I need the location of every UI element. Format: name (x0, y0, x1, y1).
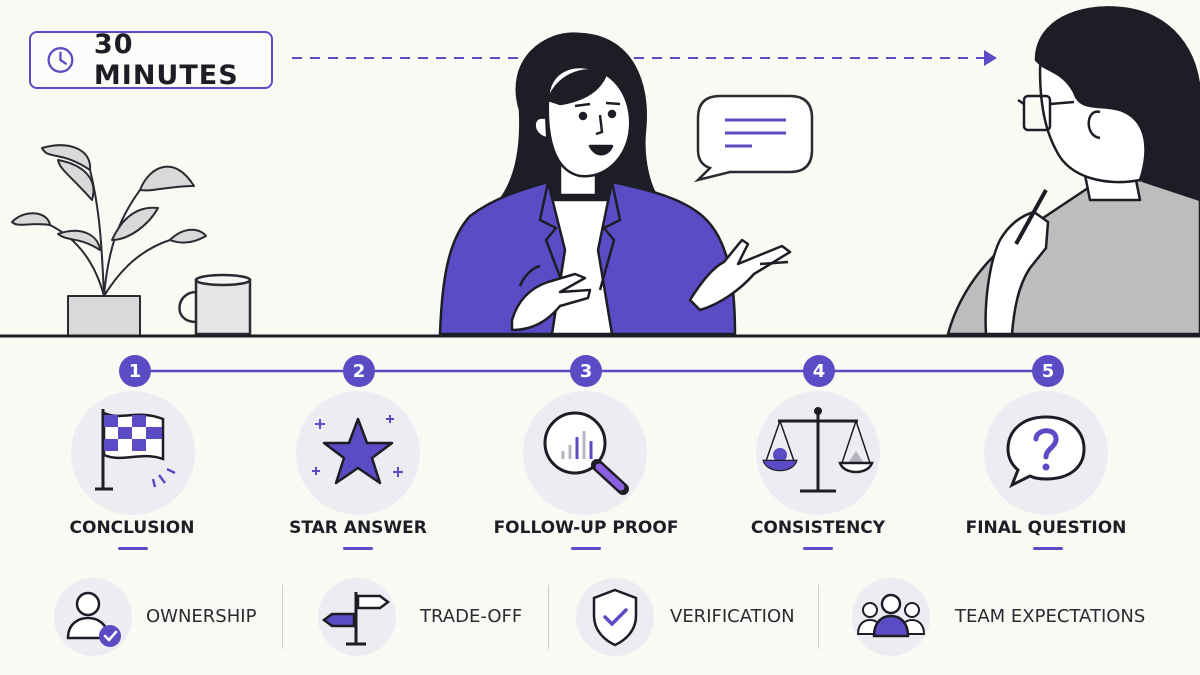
magnifier-chart-icon (543, 411, 629, 495)
step-label-2: STAR ANSWER (289, 518, 427, 538)
plant-illustration (11, 144, 207, 337)
step-underline-2 (343, 547, 373, 550)
step-3-badge (523, 391, 647, 515)
divider-1 (282, 585, 283, 649)
quality-1-badge (54, 578, 132, 656)
interviewer-illustration (946, 6, 1200, 336)
step-underline-5 (1033, 547, 1063, 550)
mug-illustration (178, 273, 252, 336)
quality-label-3: VERIFICATION (670, 606, 795, 627)
step-label-5: FINAL QUESTION (965, 518, 1127, 538)
clock-icon (47, 47, 74, 73)
step-number-5: 5 (1032, 355, 1064, 387)
quality-4-badge (852, 578, 930, 656)
step-number-1: 1 (119, 355, 151, 387)
step-4-badge (756, 391, 880, 515)
quality-3-badge (576, 578, 654, 656)
question-bubble-icon (1006, 415, 1086, 489)
step-underline-4 (803, 547, 833, 550)
checkered-flag-icon (95, 409, 176, 491)
balance-scale-icon (762, 407, 874, 493)
star-icon (312, 415, 403, 485)
team-icon (856, 593, 926, 638)
speech-bubble-icon (693, 94, 814, 183)
step-label-3: FOLLOW-UP PROOF (493, 518, 679, 538)
quality-label-2: TRADE-OFF (420, 606, 523, 627)
candidate-illustration (438, 32, 792, 336)
user-check-icon (66, 591, 121, 647)
divider-3 (818, 585, 819, 649)
quality-2-badge (318, 578, 396, 656)
step-label-1: CONCLUSION (69, 518, 195, 538)
timer-label: 30 MINUTES (93, 29, 239, 91)
step-underline-3 (571, 547, 601, 550)
divider-2 (548, 585, 549, 649)
quality-label-4: TEAM EXPECTATIONS (955, 606, 1146, 627)
timer-badge: 30 MINUTES (29, 29, 273, 91)
signpost-icon (321, 592, 391, 646)
quality-label-1: OWNERSHIP (146, 606, 257, 627)
time-arrow (292, 50, 997, 66)
step-number-2: 2 (343, 355, 375, 387)
step-5-badge (984, 391, 1108, 515)
interview-scene (0, 6, 1200, 338)
shield-check-icon (592, 588, 638, 647)
step-underline-1 (118, 547, 148, 550)
step-1-badge (71, 391, 195, 515)
step-number-3: 3 (570, 355, 602, 387)
step-label-4: CONSISTENCY (750, 518, 886, 538)
step-number-4: 4 (803, 355, 835, 387)
step-2-badge (296, 391, 420, 515)
